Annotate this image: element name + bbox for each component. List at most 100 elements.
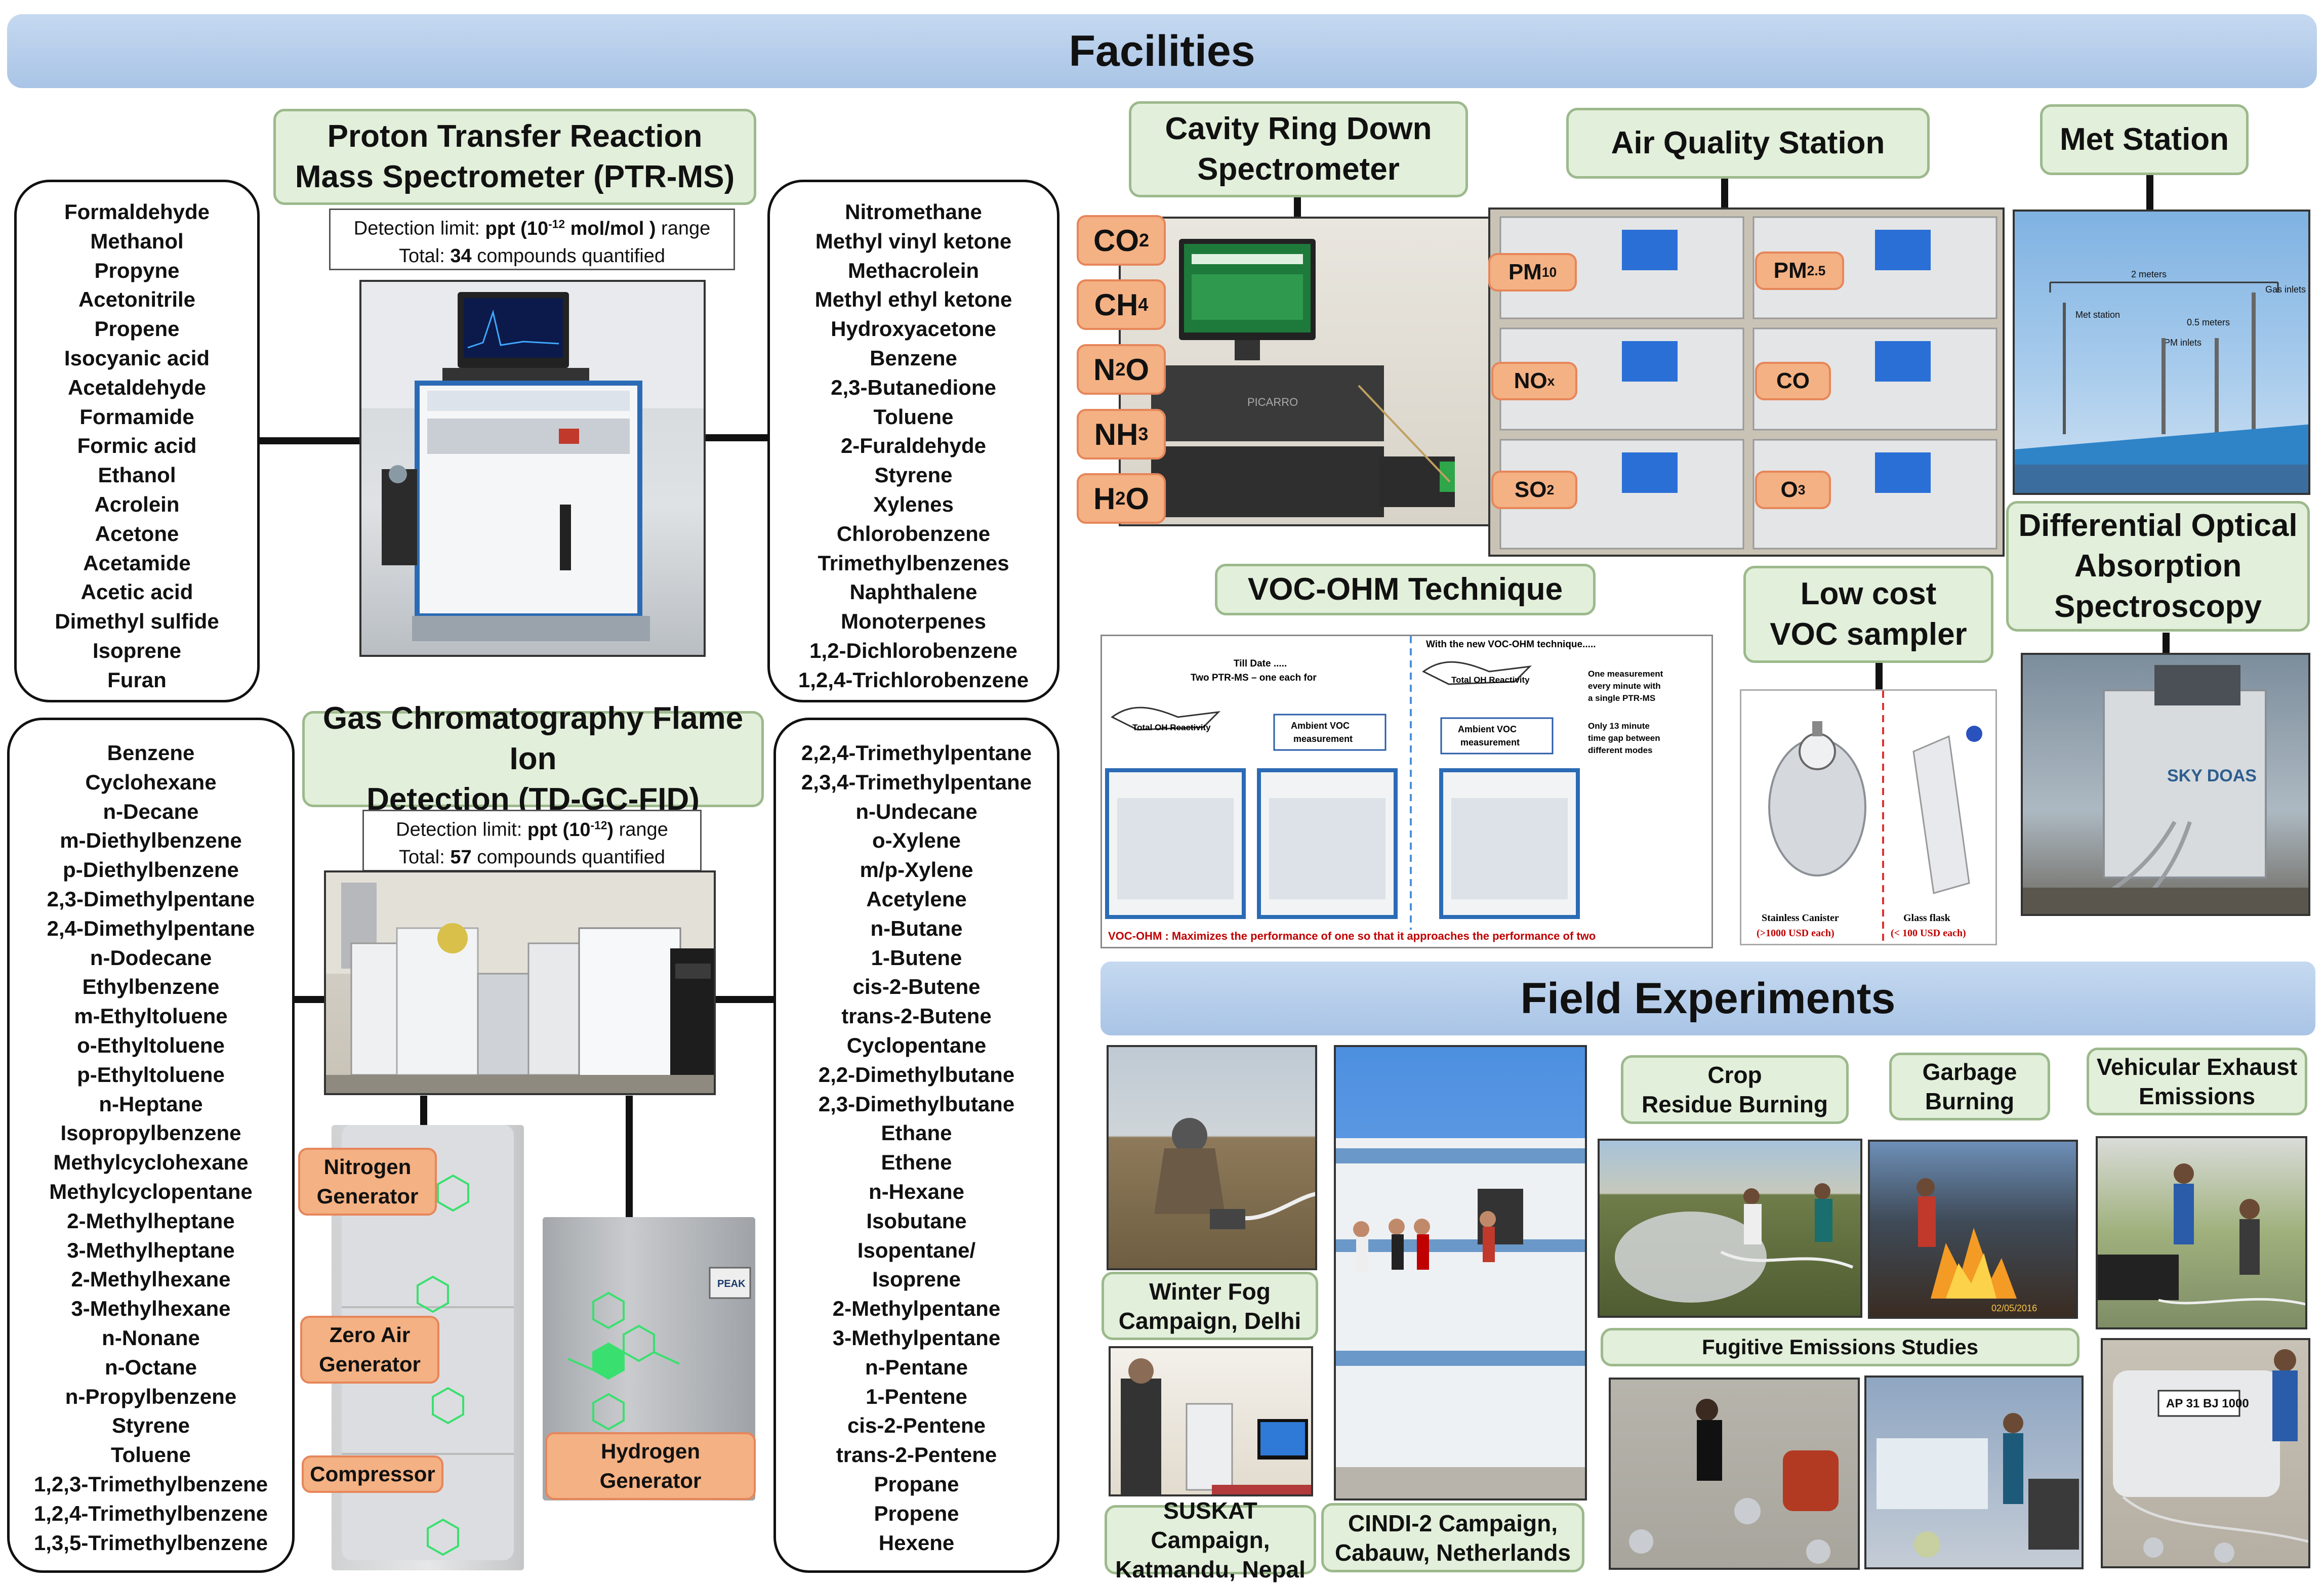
compound-item: Isobutane — [866, 1208, 967, 1233]
met-title-box: Met Station — [2040, 104, 2249, 175]
lowcost-sampler-drawing: Stainless Canister (>1000 USD each) Glas… — [1757, 691, 1982, 944]
compound-item: 1,3,5-Trimethylbenzene — [33, 1530, 268, 1555]
crds-title-box: Cavity Ring Down Spectrometer — [1129, 101, 1468, 197]
compound-item: 2,3,4-Trimethylpentane — [801, 770, 1032, 794]
ptrms-total: Total: 34 compounds quantified — [398, 245, 666, 267]
gcfid-total: Total: 57 compounds quantified — [398, 846, 666, 868]
aqs-label-co: CO — [1755, 362, 1831, 400]
ptrms-connector-right — [704, 434, 767, 441]
compound-item: p-Ethyltoluene — [77, 1062, 225, 1087]
cindi-caption: CINDI-2 Campaign,Cabauw, Netherlands — [1321, 1503, 1584, 1572]
met-label-2-meters: 2 meters — [2131, 269, 2167, 279]
compound-item: o-Xylene — [872, 828, 961, 853]
compound-item: Acetamide — [83, 551, 191, 575]
vocohm-instrument-3 — [1439, 768, 1580, 919]
compound-item: 1,2,4-Trimethylbenzene — [33, 1501, 268, 1525]
vocohm-note1-2: every minute with — [1588, 681, 1661, 691]
vocohm-ambient-left-1: Ambient VOC — [1291, 721, 1350, 731]
gcfid-connector-right — [714, 996, 773, 1003]
fugitive-caption: Fugitive Emissions Studies — [1601, 1328, 2080, 1366]
field-experiments-title: Field Experiments — [1520, 974, 1896, 1023]
ptrms-detection-limit: Detection limit: ppt (10-12 mol/mol ) ra… — [353, 217, 711, 239]
ptrms-title-box: Proton Transfer Reaction Mass Spectromet… — [273, 109, 756, 205]
gcfid-title-line1: Gas Chromatography Flame Ion — [322, 701, 744, 776]
lowcost-flask-price: (< 100 USD each) — [1891, 928, 1966, 939]
gcfid-connector-left — [295, 996, 325, 1003]
compound-item: 1-Pentene — [866, 1384, 967, 1408]
compound-item: 2-Furaldehyde — [840, 434, 987, 458]
compound-item: 2,3-Butanedione — [831, 375, 996, 399]
compound-item: Benzene — [870, 346, 957, 370]
vehicle-plate: AP 31 BJ 1000 — [2166, 1397, 2249, 1410]
crds-title-line1: Cavity Ring Down — [1165, 111, 1432, 146]
crds-title-line2: Spectrometer — [1197, 152, 1400, 187]
compressor-label: Compressor — [302, 1455, 443, 1493]
vocohm-instrument-2 — [1257, 768, 1398, 919]
fugitive-photo-1 — [1609, 1378, 1860, 1570]
compound-item: n-Octane — [104, 1355, 197, 1379]
compound-item: Isoprene — [92, 638, 182, 662]
doas-title-line3: Spectroscopy — [2054, 589, 2262, 624]
vocohm-till-date-2: Two PTR-MS – one each for — [1191, 673, 1317, 683]
compound-item: Isocyanic acid — [64, 346, 210, 370]
compound-item: n-Butane — [870, 916, 963, 940]
compound-item: Formaldehyde — [64, 200, 210, 224]
lowcost-canister-price: (>1000 USD each) — [1757, 928, 1834, 939]
winter-fog-drawing — [1154, 1118, 1315, 1229]
compound-item: Formamide — [79, 404, 194, 429]
compound-item: Acetic acid — [80, 580, 193, 604]
met-title: Met Station — [2059, 122, 2229, 157]
compound-item: p-Diethylbenzene — [63, 858, 239, 882]
compound-item: Propane — [874, 1472, 959, 1496]
aqs-connector — [1721, 179, 1728, 209]
compound-item: m-Ethyltoluene — [74, 1004, 228, 1028]
compound-item: Propyne — [94, 258, 180, 282]
facilities-banner: Facilities — [7, 14, 2317, 88]
ptrms-title-line2: Mass Spectrometer (PTR-MS) — [295, 159, 735, 194]
gcfid-instrument-photo — [324, 870, 716, 1095]
compound-item: 3-Methylhexane — [71, 1297, 231, 1321]
svg-text:PICARRO: PICARRO — [1247, 396, 1298, 408]
compound-item: n-Pentane — [865, 1355, 968, 1379]
compound-item: Propene — [874, 1501, 959, 1525]
lowcost-flask-label: Glass flask — [1903, 912, 1951, 924]
compound-item: Benzene — [107, 741, 195, 765]
vocohm-ambient-right-2: measurement — [1460, 737, 1520, 747]
facilities-title: Facilities — [1069, 26, 1255, 75]
garbage-burning-drawing: 02/05/2016 — [1917, 1178, 2037, 1313]
vocohm-diagram: Till Date ..... Two PTR-MS – one each fo… — [1100, 635, 1713, 948]
vocohm-note2-1: Only 13 minute — [1588, 721, 1650, 731]
vocohm-ambient-left-2: measurement — [1293, 734, 1353, 744]
field-experiments-banner: Field Experiments — [1100, 962, 2315, 1035]
cindi-photo — [1334, 1045, 1587, 1500]
vocohm-till-date-1: Till Date ..... — [1234, 658, 1287, 669]
suskat-photo — [1109, 1346, 1313, 1496]
ptrms-title-line1: Proton Transfer Reaction — [327, 119, 703, 154]
crds-instrument-photo: PICARRO — [1119, 217, 1493, 526]
compound-item: Methacrolein — [847, 258, 980, 282]
compound-item: Nitromethane — [845, 200, 982, 224]
fugitive-1-drawing — [1629, 1399, 1839, 1564]
vehicular-photo-2: AP 31 BJ 1000 — [2101, 1338, 2310, 1568]
lowcost-title-box: Low cost VOC sampler — [1743, 566, 1993, 663]
compound-item: m/p-Xylene — [860, 858, 973, 882]
compound-item: n-Nonane — [102, 1325, 200, 1350]
gcfid-detection-limit: Detection limit: ppt (10-12) range — [396, 818, 668, 841]
compound-item: Cyclohexane — [85, 770, 217, 794]
compound-item: trans-2-Pentene — [836, 1443, 997, 1467]
vehicular-photo-1 — [2096, 1136, 2307, 1329]
compound-item: 2,3-Dimethylpentane — [47, 887, 255, 911]
compound-item: Furan — [107, 668, 167, 692]
vocohm-title: VOC-OHM Technique — [1247, 572, 1563, 607]
